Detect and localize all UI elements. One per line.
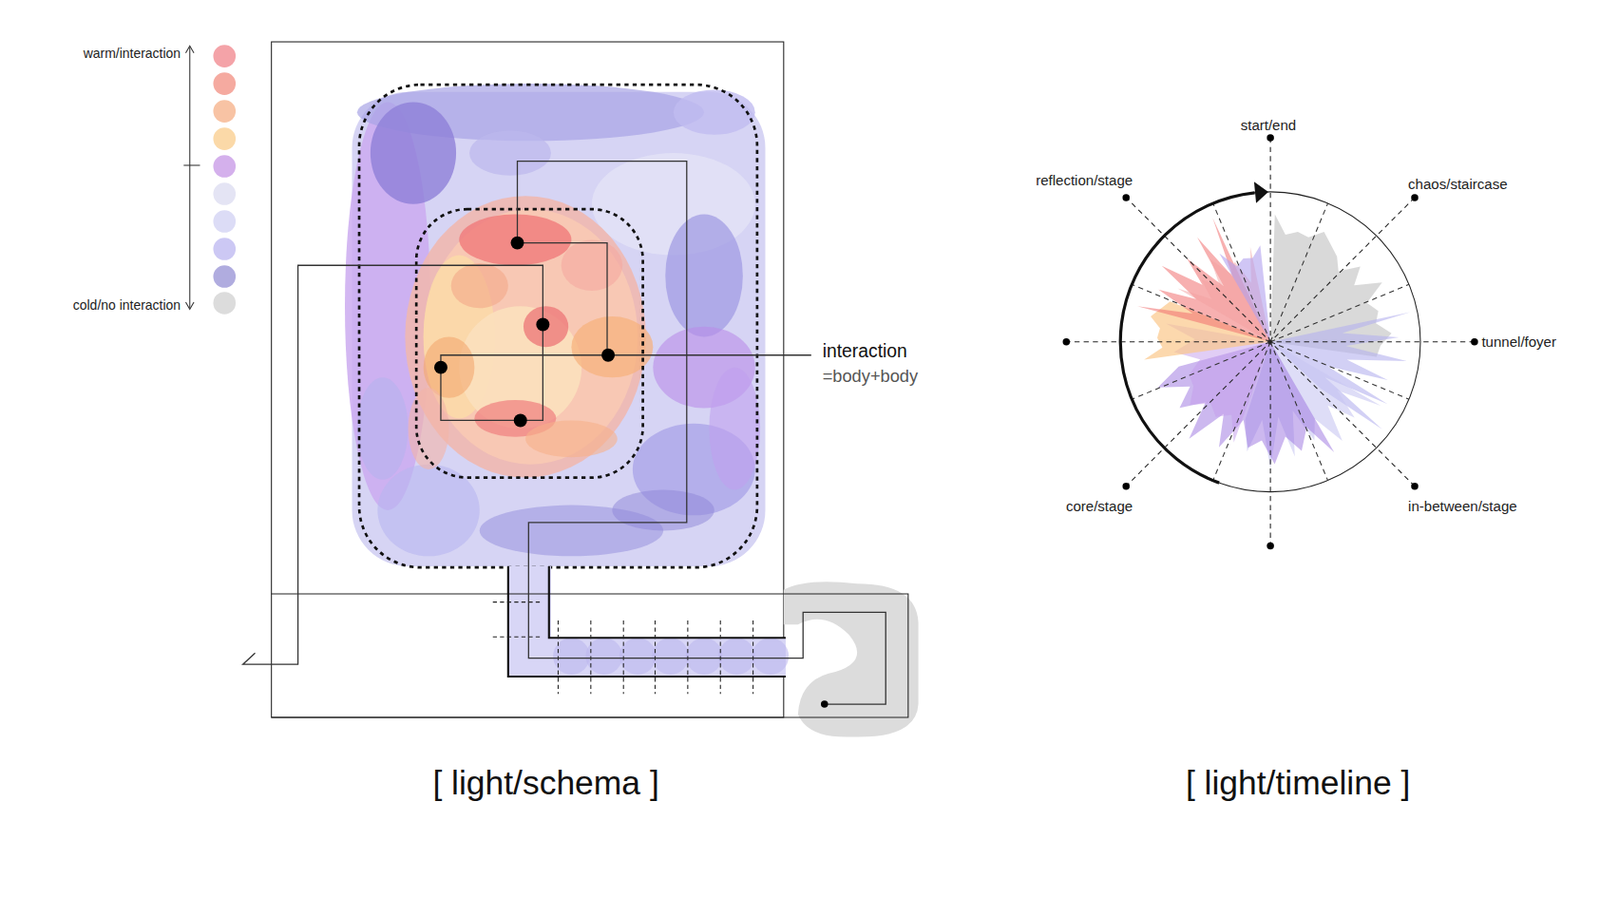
axis-dot: [1122, 193, 1130, 202]
light-blob: [571, 316, 653, 378]
circulation-path: [517, 243, 609, 356]
legend-swatch: [212, 99, 236, 123]
legend-swatch: [212, 182, 236, 206]
light-blob: [451, 263, 509, 308]
legend-swatch: [212, 127, 236, 151]
reflection-sector: [1219, 245, 1271, 342]
figure-caption: [ light/timeline ]: [1185, 762, 1410, 802]
corridor-light: [685, 637, 724, 675]
grid-line: [686, 620, 688, 694]
light-blob: [708, 367, 761, 491]
grid-line: [623, 620, 625, 694]
legend-swatch: [212, 154, 236, 178]
timeline-spoke: [1131, 342, 1271, 400]
corridor-wall: [508, 566, 786, 677]
timeline-arrowhead: [1254, 181, 1269, 204]
grid-line: [557, 620, 559, 694]
circulation-path: [440, 324, 543, 421]
legend-swatch: [212, 291, 236, 315]
schema-illustration: [183, 41, 918, 738]
legend-swatch: [212, 237, 236, 261]
timeline-spoke: [1213, 203, 1271, 343]
timeline-spoke: [1270, 342, 1328, 481]
axis-dot: [1470, 338, 1479, 346]
circulation-path: [243, 265, 544, 665]
axis-dot: [1266, 133, 1275, 142]
axis-dot: [1266, 542, 1275, 551]
legend-arrow: [185, 302, 194, 310]
corridor-wall: [549, 566, 786, 638]
timeline-axis: [1125, 197, 1415, 487]
corridor-light: [651, 637, 689, 675]
light-blob: [611, 490, 714, 532]
timeline-spoke: [1270, 342, 1410, 400]
light-blob: [408, 387, 450, 470]
figure-caption: [ light/schema ]: [432, 762, 659, 802]
phase-label: reflection/stage: [1035, 171, 1133, 189]
circulation-path: [517, 161, 887, 705]
legend-swatch: [212, 72, 236, 96]
callout-note: =body+body: [822, 366, 919, 387]
corridor-light: [718, 637, 756, 675]
light-blob: [377, 464, 479, 557]
timeline-spoke: [1213, 342, 1271, 481]
legend-swatch: [212, 209, 236, 233]
legend-tick: [183, 164, 200, 166]
grid-line: [590, 620, 591, 694]
legend-swatch: [212, 44, 236, 68]
corridor-light: [752, 637, 790, 675]
legend-text: cold/no interaction: [73, 298, 181, 314]
light-blob: [561, 239, 623, 291]
timeline-arrow-arc: [1120, 192, 1255, 483]
cold-blob: [783, 581, 919, 737]
phase-label: tunnel/foyer: [1481, 333, 1557, 350]
light-blob: [525, 419, 618, 458]
grid-line: [493, 636, 541, 638]
grid-line: [654, 620, 656, 694]
circulation-path: [440, 355, 812, 368]
legend-bracket: [189, 46, 191, 308]
phase-label: core/stage: [1066, 497, 1133, 515]
light-blob: [673, 90, 756, 135]
zone-boundary: [359, 84, 758, 568]
legend-swatch: [212, 265, 236, 288]
phase-label: chaos/staircase: [1408, 175, 1507, 192]
corridor-light: [619, 637, 657, 675]
timeline-circle: [1120, 191, 1421, 493]
interaction-point: [514, 413, 528, 427]
grid-line: [752, 620, 754, 694]
light-blob: [523, 305, 569, 347]
end-point: [820, 700, 829, 708]
legend-text: warm/interaction: [83, 46, 181, 62]
interaction-point: [535, 318, 550, 332]
legend-arrow: [185, 45, 194, 54]
grid-line: [493, 601, 541, 603]
interaction-point: [434, 361, 448, 375]
light-blob: [458, 214, 572, 267]
phase-label: in-between/stage: [1408, 497, 1518, 515]
axis-dot: [1122, 482, 1130, 491]
reflection-sector: [1137, 217, 1271, 342]
interaction-point: [511, 236, 525, 250]
timeline-spoke: [1131, 284, 1271, 342]
light-blob: [357, 377, 409, 479]
interaction-point: [601, 348, 615, 362]
axis-dot: [1410, 193, 1419, 202]
callout-label: interaction: [822, 340, 908, 362]
grid-line: [720, 620, 722, 694]
core-boundary: [416, 209, 643, 477]
cold-region: [352, 92, 766, 567]
axis-dot: [1063, 338, 1071, 346]
timeline-spoke: [1270, 284, 1410, 342]
timeline-illustration: [1063, 133, 1479, 550]
light-blob: [665, 214, 743, 338]
phase-label: start/end: [1240, 116, 1297, 134]
corridor-fill: [508, 566, 786, 677]
light-blob: [370, 101, 457, 204]
axis-dot: [1410, 482, 1419, 491]
light-blob: [469, 130, 552, 175]
timeline-spoke: [1270, 203, 1328, 343]
